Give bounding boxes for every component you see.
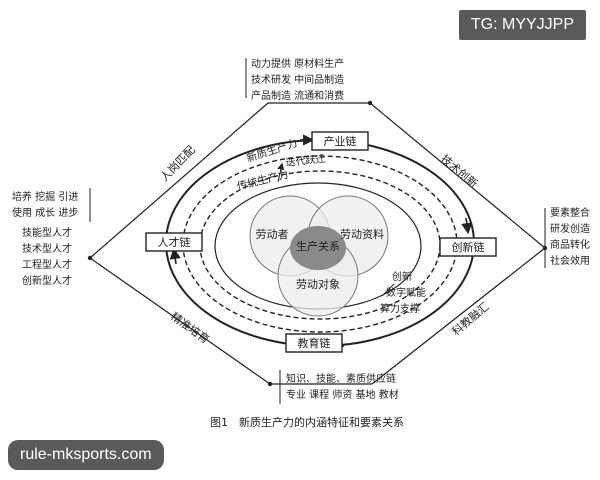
figure-caption: 图1 新质生产力的内涵特征和要素关系 (210, 415, 404, 429)
edge-tech: 技术创新 (438, 152, 481, 191)
industry-list-2: 产品制造 流通和消费 (251, 89, 344, 102)
talent-type-3: 创新型人才 (22, 274, 72, 287)
outer-diamond (89, 102, 546, 385)
talent-list-1: 使用 成长 进步 (12, 206, 78, 219)
core-means: 劳动资料 (340, 227, 384, 241)
label-upgrade: 迭代跃迁 (285, 153, 326, 169)
svg-text:产业链: 产业链 (324, 134, 357, 148)
svg-text:创新链: 创新链 (452, 240, 485, 254)
innovation-list-1: 研发创造 (550, 222, 590, 235)
talent-type-1: 技术型人才 (22, 242, 72, 255)
edge-match: 人岗匹配 (158, 143, 198, 184)
node-talent: 人才链 (145, 232, 203, 252)
venn-core (249, 195, 389, 317)
innovation-list-3: 社会效用 (550, 254, 590, 267)
core-laborer: 劳动者 (256, 228, 289, 241)
svg-text:教育链: 教育链 (298, 336, 331, 350)
talent-list-0: 培养 挖掘 引进 (12, 190, 78, 203)
node-industry: 产业链 (311, 131, 369, 151)
industry-list-0: 动力提供 原材料生产 (251, 57, 344, 70)
label-digital: 数字赋能 (386, 286, 426, 299)
innovation-list-2: 商品转化 (550, 238, 590, 251)
node-innovation: 创新链 (439, 237, 497, 257)
education-list-0: 知识、技能、素质供应链 (286, 372, 396, 385)
innovation-list-0: 要素整合 (550, 206, 590, 219)
edge-precise: 精准培育 (168, 309, 212, 346)
industry-list-1: 技术研发 中间品制造 (251, 73, 344, 86)
core-relation: 生产关系 (296, 239, 340, 253)
talent-type-2: 工程型人才 (22, 258, 72, 271)
label-innovate: 创新 (392, 270, 412, 283)
education-list-1: 专业 课程 师资 基地 教材 (286, 388, 399, 401)
svg-text:人才链: 人才链 (158, 235, 191, 249)
node-education: 教育链 (285, 333, 343, 353)
label-compute: 算力支撑 (380, 302, 420, 315)
watermark-top: TG: MYYJJPP (458, 10, 586, 40)
watermark-bottom: rule-mksports.com (8, 440, 164, 470)
core-object: 劳动对象 (296, 277, 340, 291)
talent-type-0: 技能型人才 (22, 226, 72, 239)
